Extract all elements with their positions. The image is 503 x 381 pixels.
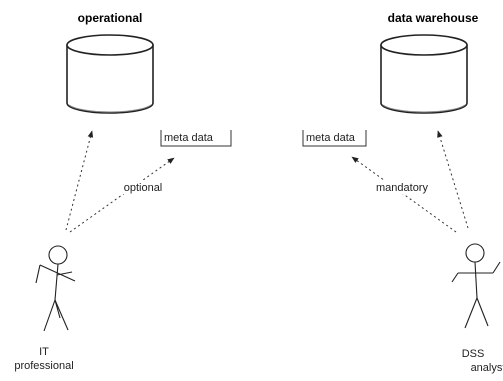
operational-database-icon	[66, 34, 154, 114]
dss-analyst-actor-icon	[451, 243, 501, 329]
it-professional-label-line1: IT	[39, 346, 49, 358]
arrow-to-left-meta-data	[69, 157, 175, 233]
arrow-to-operational	[65, 130, 94, 231]
operational-title: operational	[78, 11, 143, 25]
left-meta-data-label: meta data	[164, 132, 214, 144]
it-professional-actor-icon	[35, 245, 76, 332]
right-meta-data-box: meta data	[302, 130, 367, 147]
right-meta-data-label: meta data	[306, 132, 356, 144]
left-meta-data-box: meta data	[160, 130, 232, 147]
data-warehouse-title: data warehouse	[388, 11, 479, 25]
data-warehouse-database-icon	[380, 34, 468, 114]
dss-analyst-label-line1: DSS	[462, 348, 485, 360]
dss-analyst-label-line2: analyst	[471, 362, 503, 374]
arrow-to-right-meta-data	[351, 156, 457, 233]
optional-edge-label: optional	[124, 182, 163, 194]
mandatory-edge-label: mandatory	[376, 182, 428, 194]
arrow-to-data-warehouse	[437, 130, 469, 229]
it-professional-label-line2: professional	[14, 360, 73, 372]
